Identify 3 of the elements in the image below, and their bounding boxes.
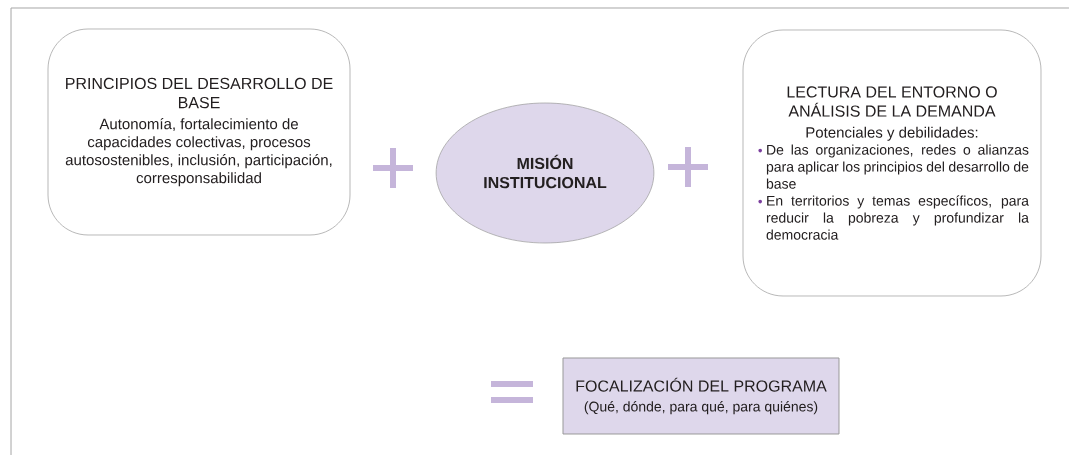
rounded-box: LECTURA DEL ENTORNO O ANÁLISIS DE LA DEMANDA Potenciales y debilidades: De las organizaciones, redes o alianzas para aplicar los principios del desarrollo de base En territorios y temas específicos, para reducir la pobreza y profundizar la democracia xyxy=(742,29,1042,297)
rounded-box: PRINCIPIOS DEL DESARROLLO DE BASE Autonomía, fortalecimiento de capacidades colectivas, procesos autosostenibles, inclusión, participación, corresponsabilidad xyxy=(47,28,351,236)
box: FOCALIZACIÓN DEL PROGRAMA (Qué, dónde, para qué, para quiénes) xyxy=(562,357,840,435)
